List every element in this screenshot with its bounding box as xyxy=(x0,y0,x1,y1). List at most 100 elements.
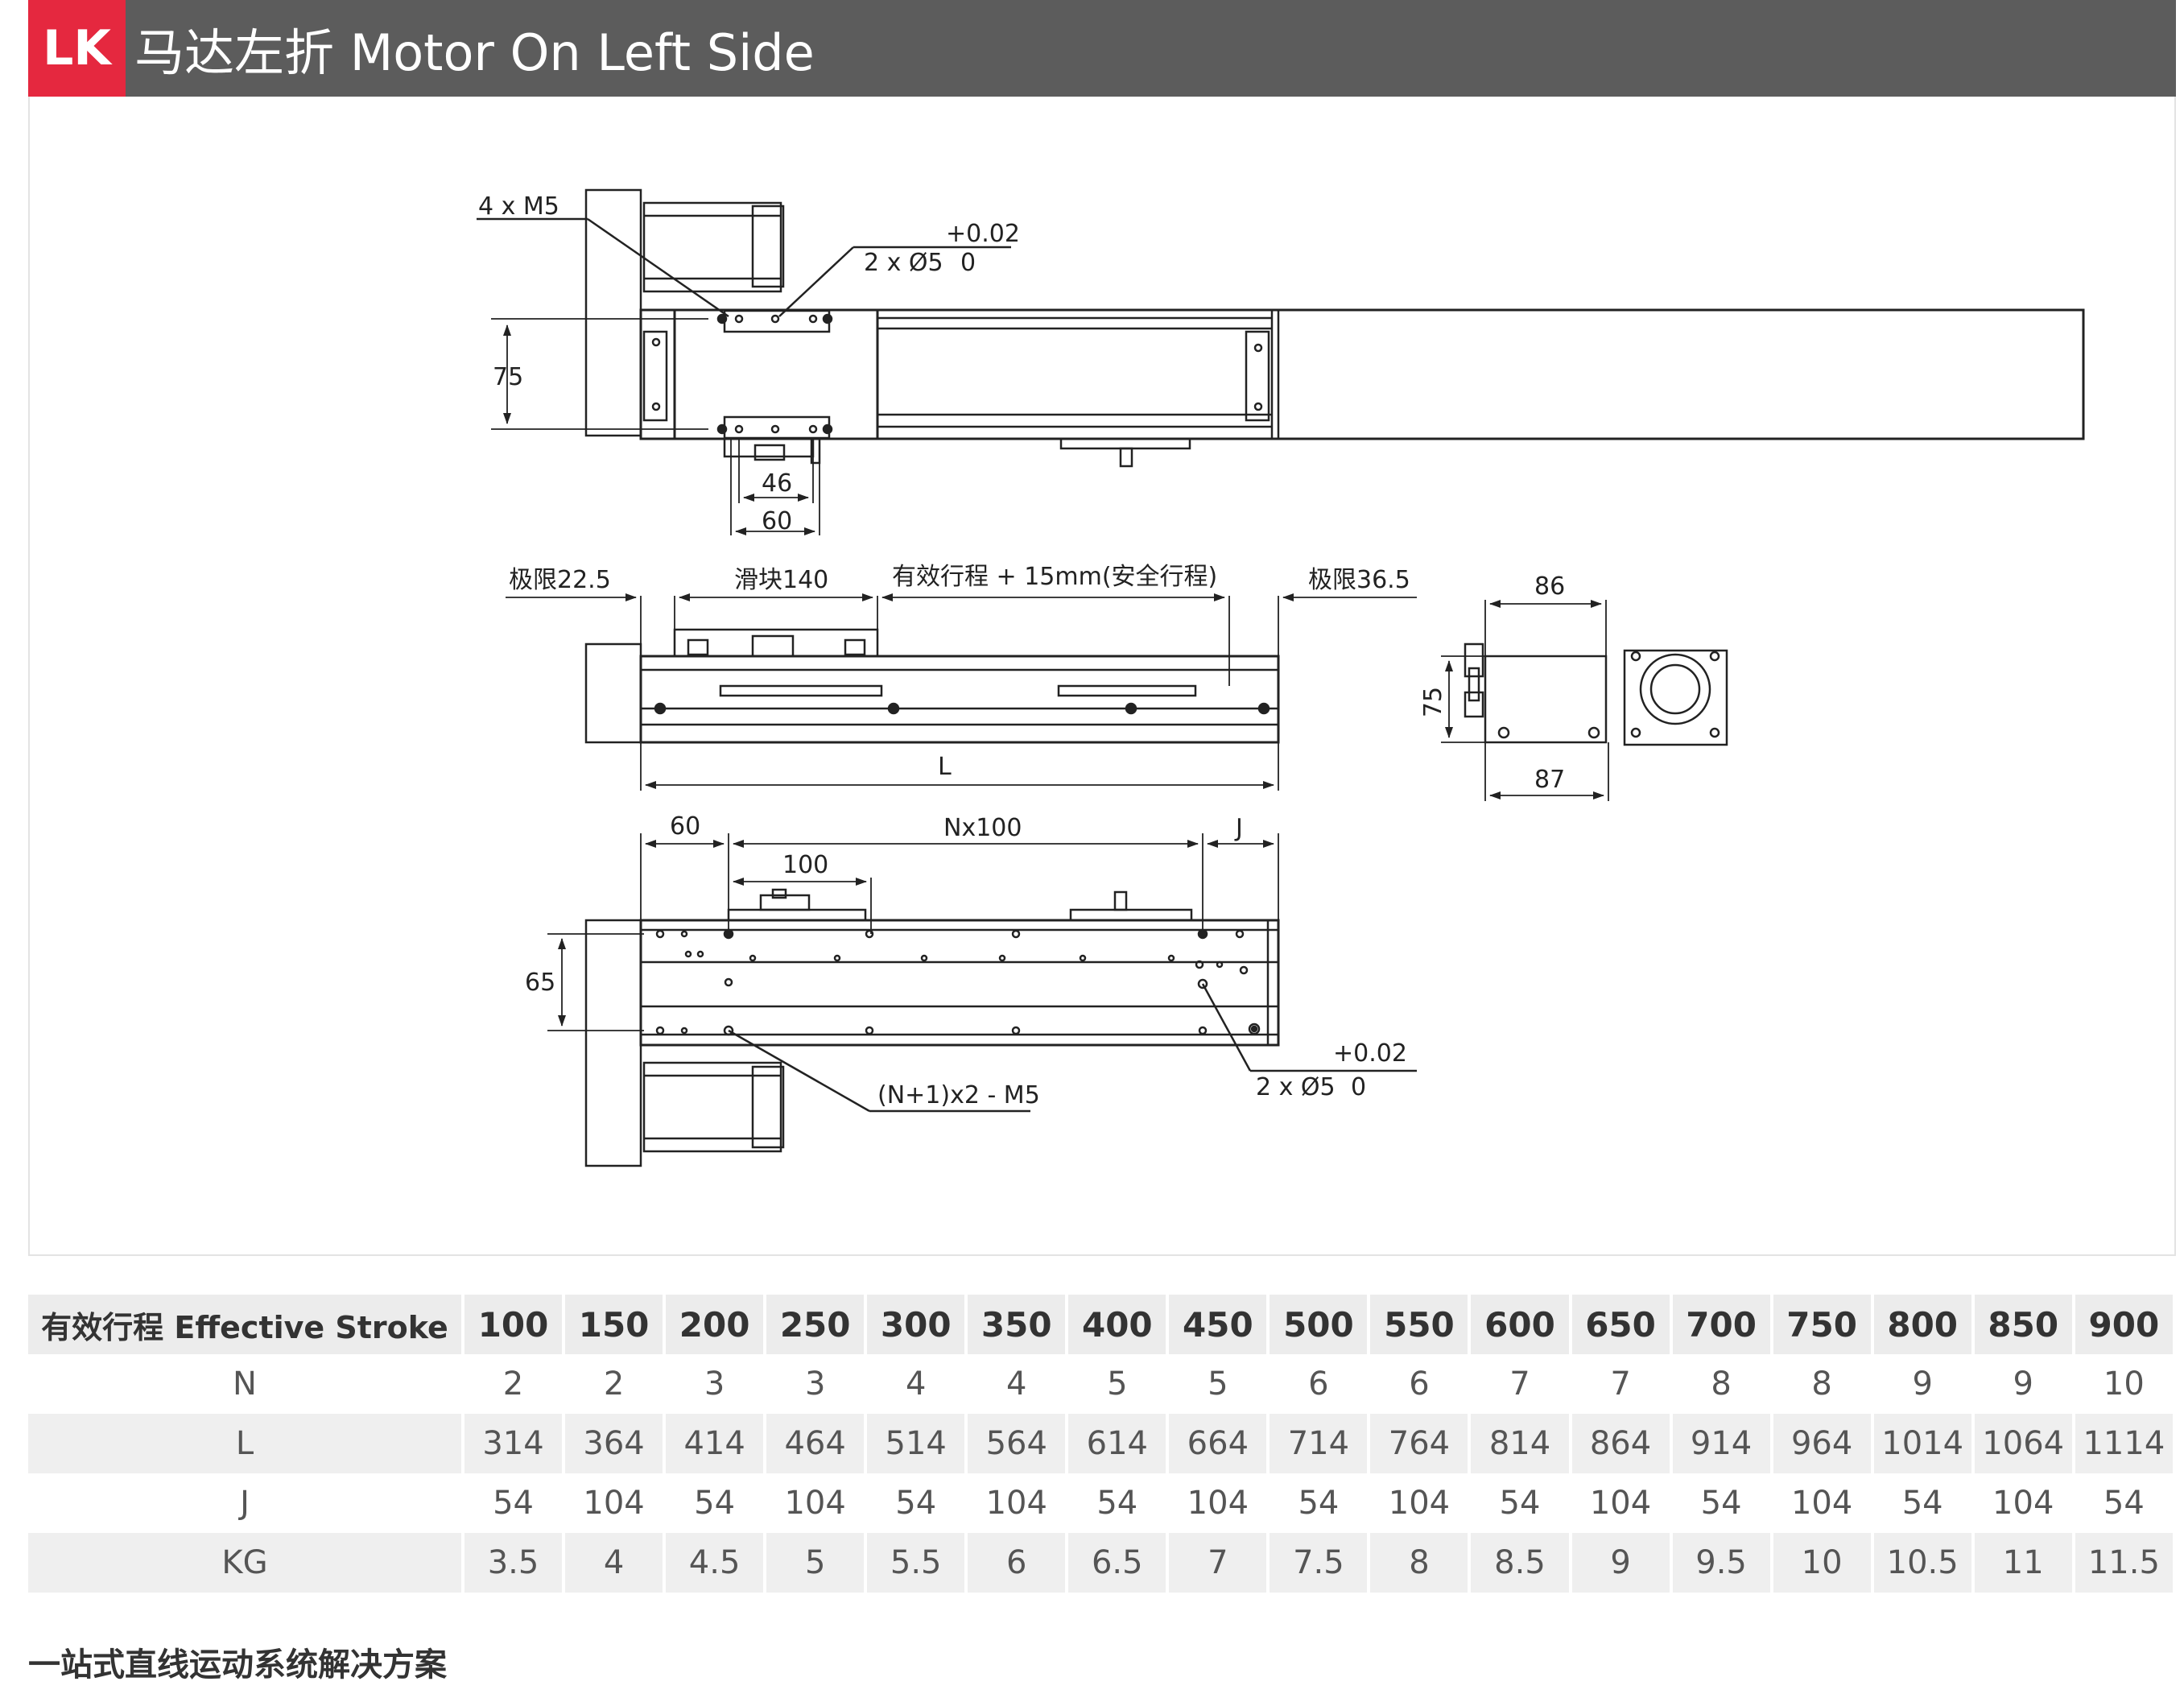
dim-65: 65 xyxy=(525,969,555,997)
table-cell: 314 xyxy=(463,1414,566,1473)
stroke-value: 500 xyxy=(1268,1295,1371,1354)
table-row-l: L 314 364 414 464 514 564 614 664 714 76… xyxy=(28,1414,2177,1473)
table-cell: 1064 xyxy=(1972,1414,2075,1473)
table-cell: 54 xyxy=(664,1473,767,1533)
label-stroke: 有效行程 + 15mm(安全行程) xyxy=(892,563,1217,591)
table-cell: 54 xyxy=(1872,1473,1975,1533)
table-cell: 914 xyxy=(1670,1414,1773,1473)
dim-j: J xyxy=(1234,814,1243,842)
table-cell: 104 xyxy=(564,1473,667,1533)
table-cell: 11.5 xyxy=(2073,1533,2177,1593)
dim-60-bottom: 60 xyxy=(670,812,700,841)
table-cell: 8.5 xyxy=(1469,1533,1572,1593)
table-cell: 5 xyxy=(765,1533,868,1593)
stroke-value: 550 xyxy=(1369,1295,1472,1354)
table-cell: 5.5 xyxy=(865,1533,968,1593)
footer-tagline: 一站式直线运动系统解决方案 xyxy=(28,1646,447,1684)
dim-87: 87 xyxy=(1534,766,1565,794)
table-cell: 6 xyxy=(966,1533,1069,1593)
stroke-value: 600 xyxy=(1469,1295,1572,1354)
end-view xyxy=(1441,600,1728,801)
dim-86: 86 xyxy=(1534,572,1565,601)
table-cell: 9 xyxy=(1570,1533,1673,1593)
table-cell: 104 xyxy=(1972,1473,2075,1533)
table-cell: 364 xyxy=(564,1414,667,1473)
table-cell: 54 xyxy=(1268,1473,1371,1533)
label-pin: 2 x Ø5 xyxy=(864,249,943,277)
table-cell: 6 xyxy=(1268,1354,1371,1414)
label-bottom-pin-tolerance-zero: 0 xyxy=(1351,1073,1366,1101)
dim-75-top: 75 xyxy=(493,363,523,391)
model-badge: LK xyxy=(28,0,126,97)
table-cell: 4.5 xyxy=(664,1533,767,1593)
table-cell: 964 xyxy=(1771,1414,1874,1473)
table-row-kg: KG 3.5 4 4.5 5 5.5 6 6.5 7 7.5 8 8.5 9 9… xyxy=(28,1533,2177,1593)
label-limit-left: 极限22.5 xyxy=(509,566,611,594)
table-cell: 464 xyxy=(765,1414,868,1473)
table-cell: 9.5 xyxy=(1670,1533,1773,1593)
table-cell: 104 xyxy=(765,1473,868,1533)
section-header: LK 马达左折 Motor On Left Side xyxy=(28,0,2176,97)
table-cell: 864 xyxy=(1570,1414,1673,1473)
table-cell: 8 xyxy=(1670,1354,1773,1414)
stroke-value: 800 xyxy=(1872,1295,1975,1354)
row-label: L xyxy=(28,1414,464,1473)
table-cell: 1114 xyxy=(2073,1414,2177,1473)
table-cell: 7.5 xyxy=(1268,1533,1371,1593)
table-cell: 5 xyxy=(1067,1354,1170,1414)
table-cell: 2 xyxy=(564,1354,667,1414)
table-cell: 10 xyxy=(1771,1533,1874,1593)
spec-header-row: 有效行程 Effective Stroke 100 150 200 250 30… xyxy=(28,1295,2177,1354)
label-pin-tolerance: +0.02 xyxy=(946,220,1020,248)
dim-46: 46 xyxy=(762,469,792,498)
table-cell: 10.5 xyxy=(1872,1533,1975,1593)
table-cell: 54 xyxy=(1670,1473,1773,1533)
technical-drawing-panel xyxy=(28,97,2176,1256)
table-cell: 54 xyxy=(1469,1473,1572,1533)
label-limit-right: 极限36.5 xyxy=(1308,566,1410,594)
table-cell: 614 xyxy=(1067,1414,1170,1473)
stroke-value: 350 xyxy=(966,1295,1069,1354)
table-cell: 54 xyxy=(865,1473,968,1533)
table-cell: 714 xyxy=(1268,1414,1371,1473)
dim-60-top: 60 xyxy=(762,507,792,535)
table-cell: 3 xyxy=(765,1354,868,1414)
table-cell: 664 xyxy=(1167,1414,1270,1473)
table-cell: 764 xyxy=(1369,1414,1472,1473)
row-label: KG xyxy=(28,1533,464,1593)
stroke-value: 150 xyxy=(564,1295,667,1354)
table-cell: 6 xyxy=(1369,1354,1472,1414)
spec-table: 有效行程 Effective Stroke 100 150 200 250 30… xyxy=(28,1295,2177,1593)
table-cell: 1014 xyxy=(1872,1414,1975,1473)
stroke-value: 650 xyxy=(1570,1295,1673,1354)
table-cell: 8 xyxy=(1771,1354,1874,1414)
row-label: N xyxy=(28,1354,464,1414)
table-cell: 7 xyxy=(1167,1533,1270,1593)
dim-nx100: Nx100 xyxy=(943,814,1022,842)
dim-75-end: 75 xyxy=(1419,687,1447,717)
table-row-j: J 54 104 54 104 54 104 54 104 54 104 54 … xyxy=(28,1473,2177,1533)
table-cell: 104 xyxy=(1771,1473,1874,1533)
stroke-value: 100 xyxy=(463,1295,566,1354)
table-cell: 104 xyxy=(966,1473,1069,1533)
stroke-value: 900 xyxy=(2073,1295,2177,1354)
table-cell: 514 xyxy=(865,1414,968,1473)
table-cell: 11 xyxy=(1972,1533,2075,1593)
table-cell: 6.5 xyxy=(1067,1533,1170,1593)
bottom-view xyxy=(547,833,1417,1167)
table-cell: 4 xyxy=(966,1354,1069,1414)
table-cell: 9 xyxy=(1972,1354,2075,1414)
stroke-value: 850 xyxy=(1972,1295,2075,1354)
label-pin-tolerance-zero: 0 xyxy=(960,249,976,277)
table-cell: 5 xyxy=(1167,1354,1270,1414)
stroke-value: 300 xyxy=(865,1295,968,1354)
dim-100: 100 xyxy=(782,851,828,879)
table-cell: 9 xyxy=(1872,1354,1975,1414)
label-bottom-pin: 2 x Ø5 xyxy=(1256,1073,1336,1101)
stroke-value: 700 xyxy=(1670,1295,1773,1354)
table-cell: 7 xyxy=(1469,1354,1572,1414)
table-cell: 54 xyxy=(2073,1473,2177,1533)
section-title: 马达左折 Motor On Left Side xyxy=(134,23,815,82)
table-cell: 3 xyxy=(664,1354,767,1414)
technical-drawing: 4 x M5 +0.02 2 x Ø5 0 75 46 60 极限22.5 滑块… xyxy=(477,188,2085,1167)
